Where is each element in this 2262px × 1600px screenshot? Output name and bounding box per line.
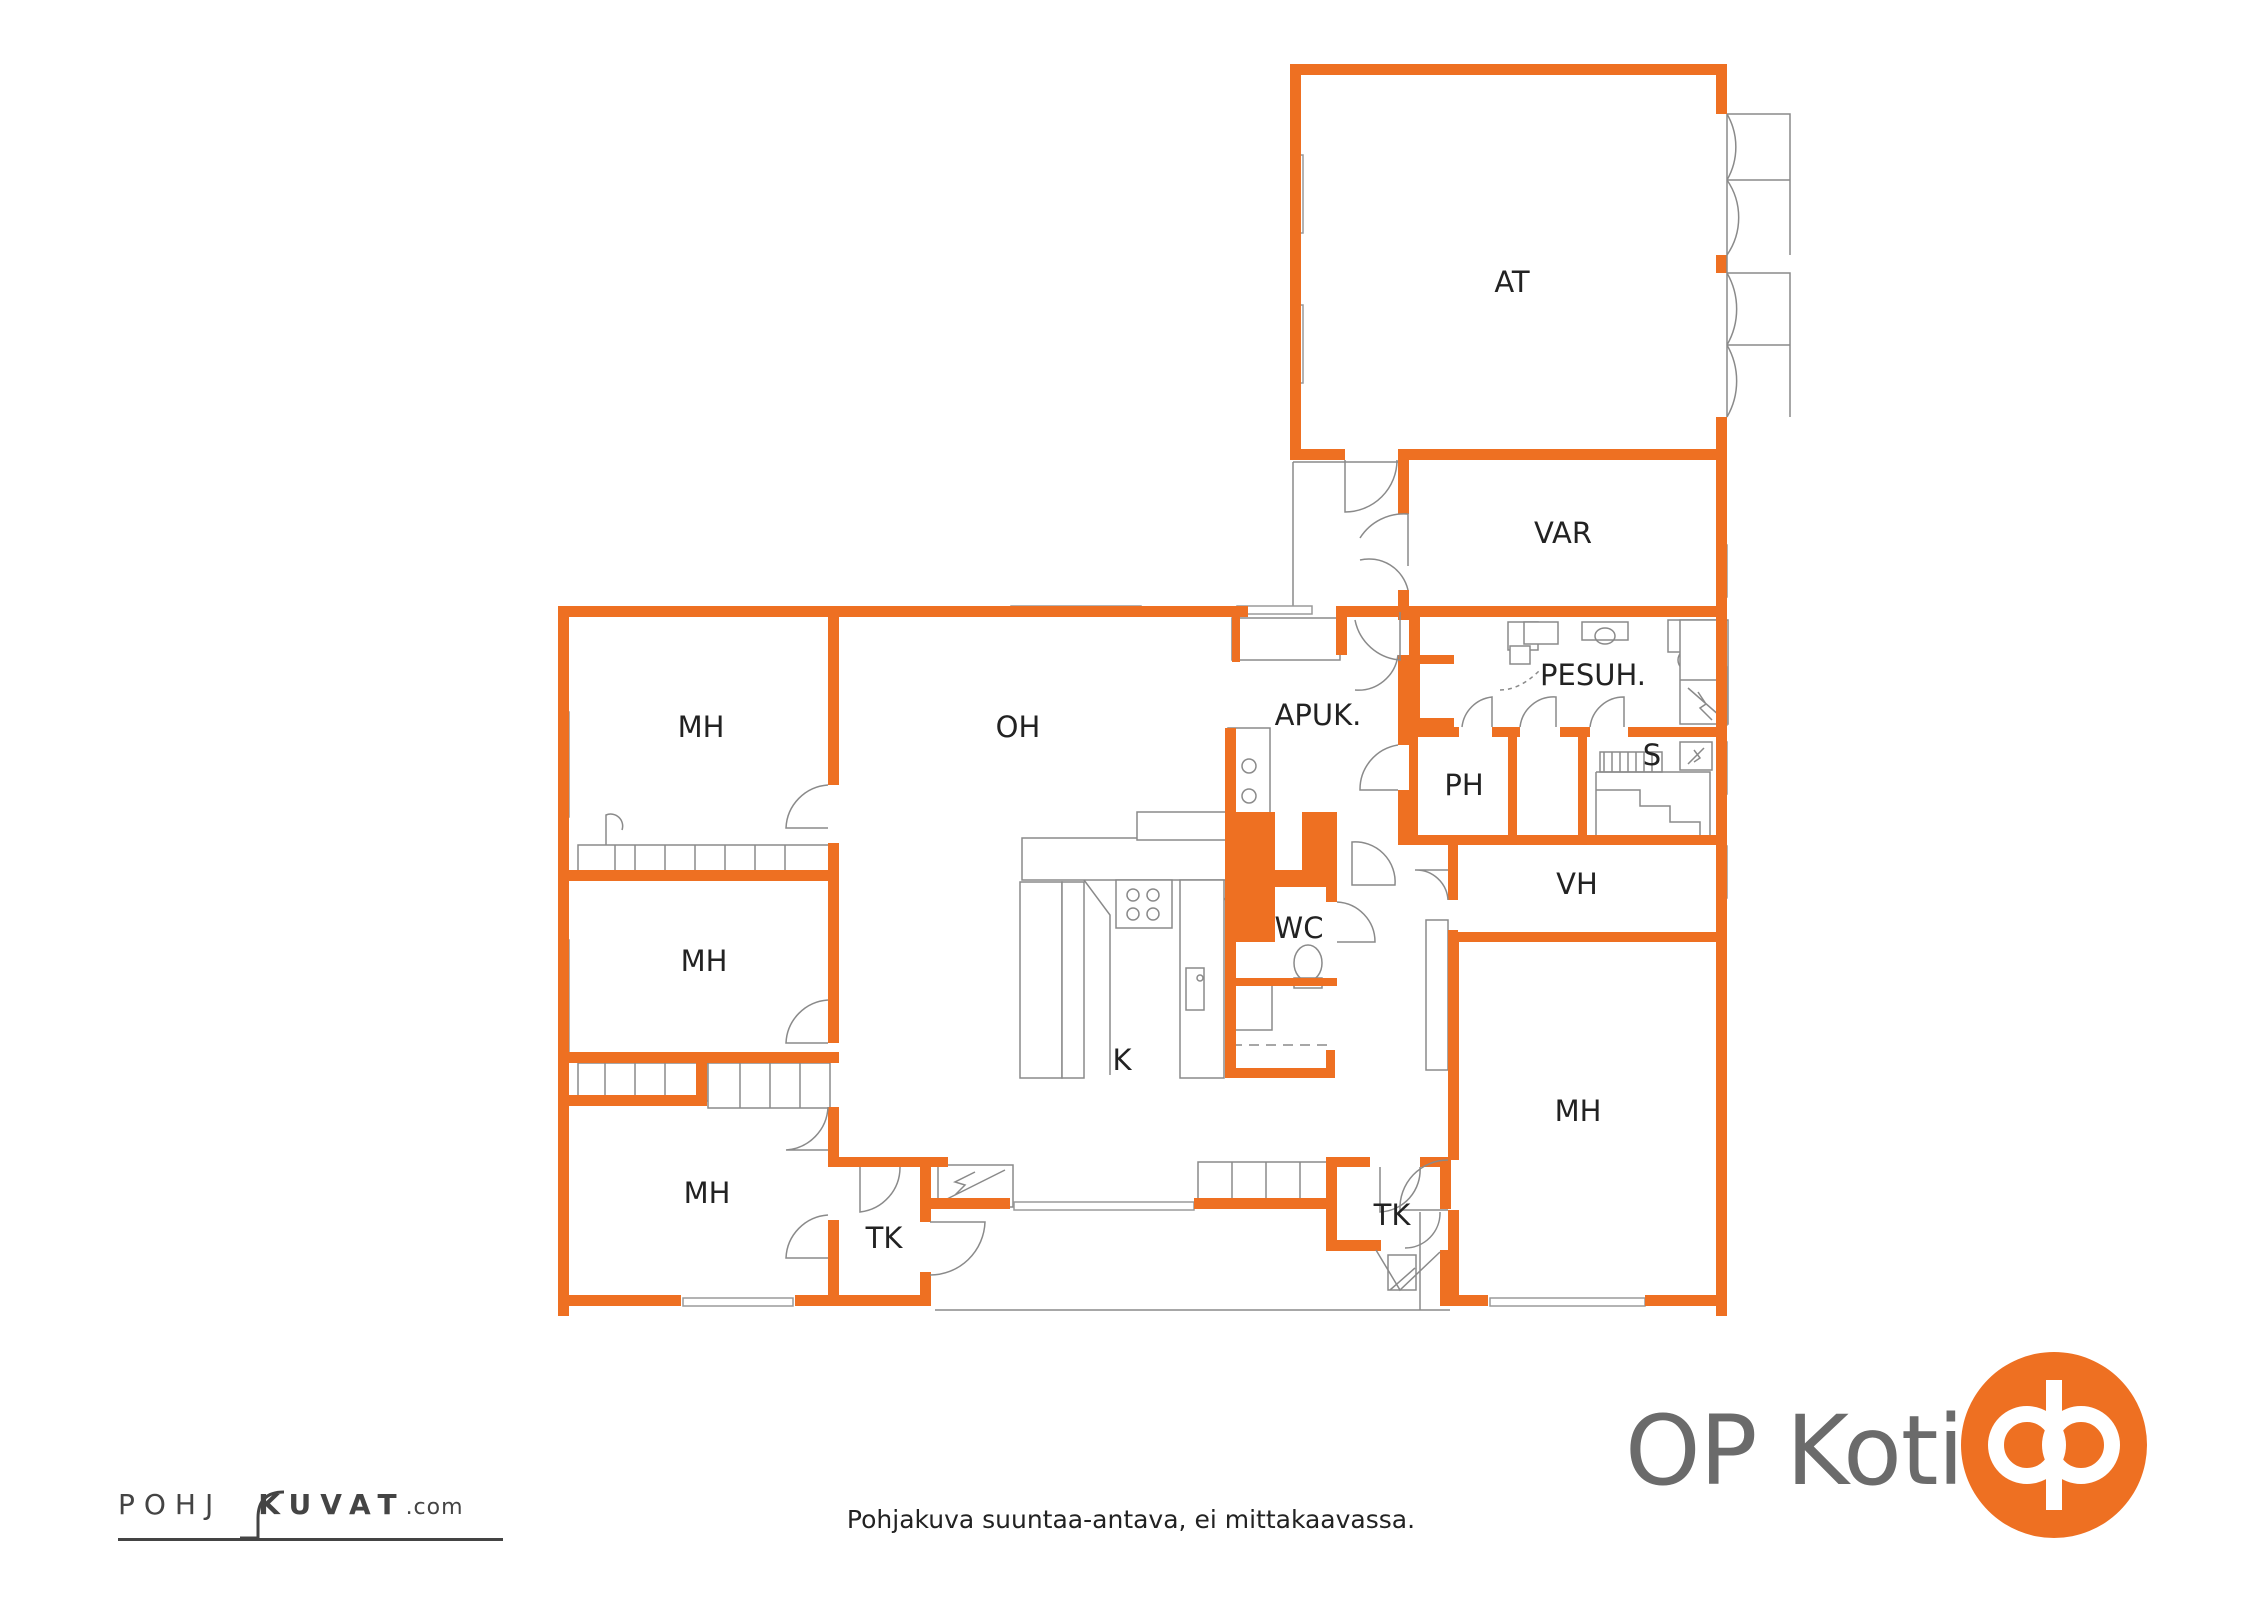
room-label-mh-1: MH bbox=[678, 710, 725, 744]
walls bbox=[558, 64, 1727, 1316]
room-label-ph: PH bbox=[1444, 768, 1483, 802]
brand-name: OP Koti bbox=[1625, 1395, 1964, 1507]
room-labels: AT VAR PESUH. S PH APUK. OH MH MH MH MH … bbox=[678, 265, 1662, 1255]
room-label-pesuh: PESUH. bbox=[1540, 658, 1646, 692]
room-label-s: S bbox=[1643, 738, 1661, 772]
watermark-underline bbox=[118, 1538, 503, 1541]
room-label-k: K bbox=[1112, 1043, 1132, 1077]
watermark-part-3: .com bbox=[405, 1495, 464, 1520]
room-label-vh: VH bbox=[1556, 867, 1598, 901]
room-label-var: VAR bbox=[1534, 516, 1592, 550]
room-label-mh-2: MH bbox=[681, 944, 728, 978]
windows bbox=[560, 154, 1728, 1307]
watermark-part-1: POHJ bbox=[118, 1488, 223, 1521]
room-label-mh-3: MH bbox=[684, 1176, 731, 1210]
room-label-at: AT bbox=[1494, 265, 1530, 299]
room-label-tk-2: TK bbox=[1373, 1198, 1412, 1232]
room-label-mh-4: MH bbox=[1555, 1094, 1602, 1128]
room-label-wc: WC bbox=[1275, 911, 1324, 945]
doors bbox=[605, 113, 1791, 1292]
op-logo-icon bbox=[1961, 1352, 2147, 1538]
watermark-ramp-icon bbox=[240, 1490, 285, 1540]
caption: Pohjakuva suuntaa-antava, ei mittakaavas… bbox=[846, 1505, 1416, 1534]
room-label-apuk: APUK. bbox=[1275, 698, 1362, 732]
door-swing-icon bbox=[1726, 113, 1791, 418]
room-label-tk-1: TK bbox=[865, 1221, 904, 1255]
room-label-oh: OH bbox=[996, 710, 1041, 744]
